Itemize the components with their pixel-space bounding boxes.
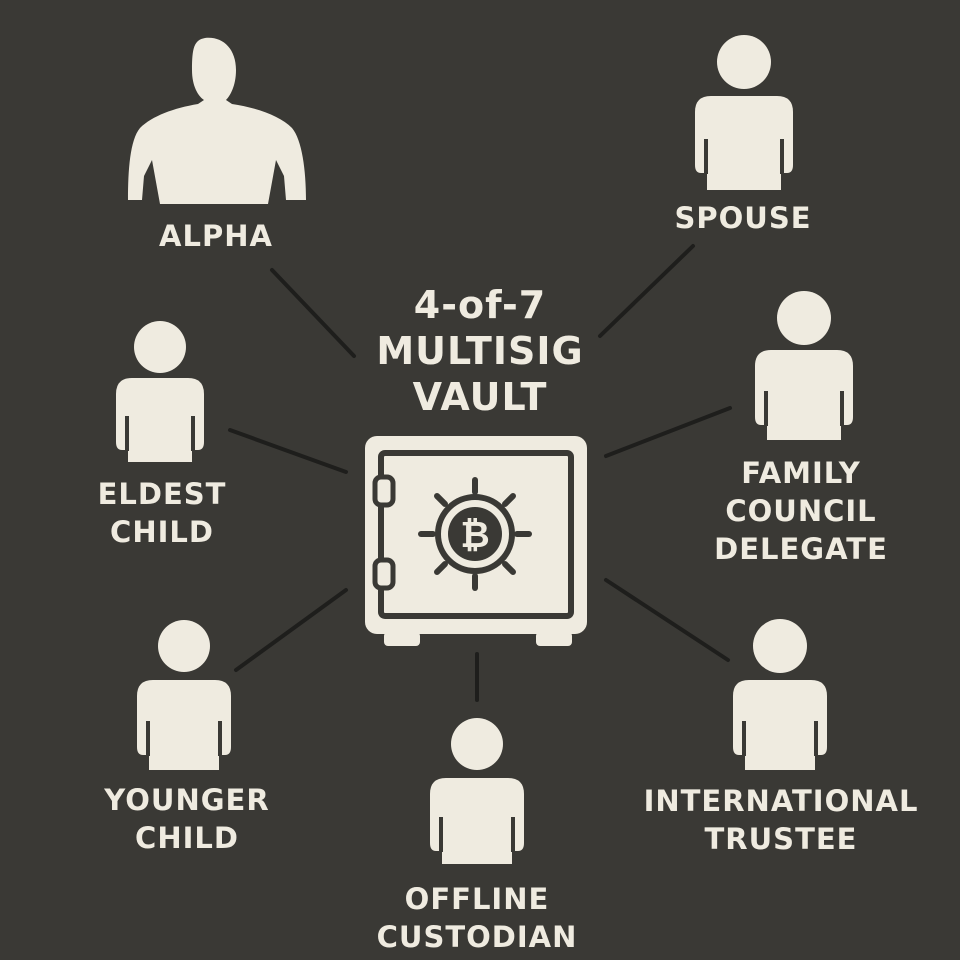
label-line: CHILD bbox=[135, 821, 239, 855]
label-line: OFFLINE bbox=[404, 882, 550, 916]
label-eldest-child: ELDEST CHILD bbox=[98, 475, 227, 551]
title-line: 4-of-7 bbox=[413, 283, 547, 327]
label-line: TRUSTEE bbox=[704, 822, 858, 856]
label-offline-custodian: OFFLINE CUSTODIAN bbox=[377, 880, 578, 956]
person-icon bbox=[116, 321, 204, 462]
label-line: ELDEST bbox=[97, 477, 227, 511]
connector-family-council-delegate bbox=[604, 406, 732, 458]
title-line: MULTISIG bbox=[376, 329, 584, 373]
label-family-council-delegate: FAMILY COUNCIL DELEGATE bbox=[714, 454, 888, 568]
muscular-person-icon bbox=[128, 37, 306, 204]
person-icon bbox=[755, 291, 853, 440]
person-head-offline-custodian bbox=[451, 718, 503, 770]
person-head-eldest-child bbox=[134, 321, 186, 373]
person-head-younger-child bbox=[158, 620, 210, 672]
label-spouse: SPOUSE bbox=[674, 199, 811, 237]
bitcoin-icon: ₿ bbox=[418, 477, 532, 591]
person-icon bbox=[733, 619, 827, 770]
person-body-offline-custodian bbox=[430, 778, 524, 864]
person-head-spouse bbox=[717, 35, 771, 89]
people bbox=[116, 35, 853, 864]
connector-international-trustee bbox=[604, 578, 730, 662]
title-line: VAULT bbox=[412, 375, 548, 419]
label-line: INTERNATIONAL bbox=[643, 784, 919, 818]
label-international-trustee: INTERNATIONAL TRUSTEE bbox=[644, 782, 919, 858]
label-line: COUNCIL bbox=[725, 494, 877, 528]
vault-title: 4-of-7 MULTISIG VAULT bbox=[376, 282, 583, 420]
person-body-younger-child bbox=[137, 680, 231, 770]
label-line: CUSTODIAN bbox=[376, 920, 578, 954]
person-icon bbox=[430, 718, 524, 864]
label-line: ALPHA bbox=[159, 219, 273, 253]
person-body-eldest-child bbox=[116, 378, 204, 462]
person-body-family-council-delegate bbox=[755, 350, 853, 440]
person-body-international-trustee bbox=[733, 680, 827, 770]
person-head-family-council-delegate bbox=[777, 291, 831, 345]
person-head-international-trustee bbox=[753, 619, 807, 673]
connectors bbox=[228, 244, 732, 702]
label-younger-child: YOUNGER CHILD bbox=[104, 781, 269, 857]
connector-spouse bbox=[598, 244, 695, 338]
label-line: DELEGATE bbox=[714, 532, 888, 566]
vault-safe-icon: ₿ bbox=[365, 436, 587, 646]
connector-eldest-child bbox=[228, 428, 348, 474]
svg-text:₿: ₿ bbox=[460, 515, 489, 556]
label-line: CHILD bbox=[110, 515, 214, 549]
label-alpha: ALPHA bbox=[159, 217, 273, 255]
label-line: FAMILY bbox=[741, 456, 861, 490]
person-body-spouse bbox=[695, 96, 793, 190]
label-line: SPOUSE bbox=[674, 201, 812, 235]
label-line: YOUNGER bbox=[104, 783, 270, 817]
connector-younger-child bbox=[234, 588, 348, 672]
connector-alpha bbox=[270, 268, 356, 358]
person-icon bbox=[137, 620, 231, 770]
person-icon bbox=[695, 35, 793, 190]
